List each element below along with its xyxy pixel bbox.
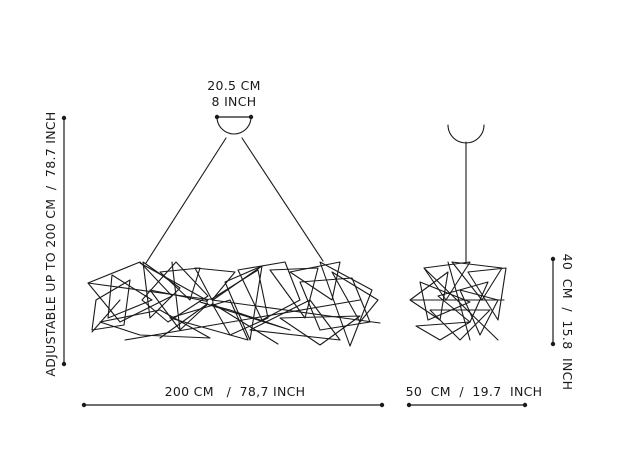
side-view [409, 124, 507, 341]
height-label: 40 CM / 15.8 INCH [560, 254, 575, 391]
front-body-center-joint [206, 298, 214, 306]
length-dimension-end-left [81, 402, 87, 408]
drop-dimension-end-bottom [61, 361, 67, 367]
canopy-cm-label: 20.5 CM [207, 78, 260, 93]
suspension-cable-left [145, 137, 227, 264]
front-geometric-body [87, 261, 381, 347]
side-geometric-body [409, 261, 507, 341]
suspension-cable-right [241, 137, 324, 262]
canopy-inch-label: 8 INCH [212, 94, 257, 109]
canopy-dimension-end-left [214, 114, 220, 120]
length-label: 200 CM / 78,7 INCH [165, 384, 306, 399]
drop-label: ADJUSTABLE UP TO 200 CM / 78.7 INCH [43, 111, 58, 376]
height-dimension-end-top [550, 256, 556, 262]
depth-label: 50 CM / 19.7 INCH [406, 384, 543, 399]
drop-dimension-end-top [61, 115, 67, 121]
front-view [87, 114, 381, 347]
dimension-lines [61, 115, 556, 408]
height-dimension-end-bottom [550, 341, 556, 347]
dimension-labels: 20.5 CM 8 INCH ADJUSTABLE UP TO 200 CM /… [43, 78, 575, 399]
front-canopy [216, 116, 252, 135]
depth-dimension-end-left [406, 402, 412, 408]
length-dimension-end-right [379, 402, 385, 408]
canopy-dimension-end-right [248, 114, 254, 120]
side-canopy [447, 124, 485, 144]
depth-dimension-end-right [522, 402, 528, 408]
